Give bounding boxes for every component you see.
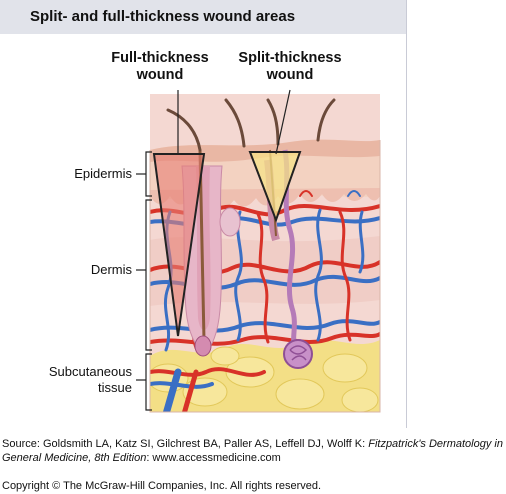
- source-prefix: Source: Goldsmith LA, Katz SI, Gilchrest…: [2, 438, 369, 450]
- split-thickness-callout: Split-thickness wound: [232, 50, 348, 84]
- dermis-label: Dermis: [90, 262, 132, 277]
- epidermis-label: Epidermis: [74, 166, 132, 181]
- source-suffix: : www.accessmedicine.com: [146, 452, 281, 464]
- skin-cross-section-illustration: [136, 89, 381, 413]
- full-thickness-wound-wedge: [152, 153, 206, 337]
- full-thickness-callout: Full-thickness wound: [100, 50, 220, 84]
- subcutaneous-label-line1: Subcutaneous: [48, 364, 132, 379]
- subcutaneous-label-line2: tissue: [98, 380, 132, 395]
- hair-shafts: [166, 98, 336, 152]
- source-citation: Source: Goldsmith LA, Katz SI, Gilchrest…: [2, 437, 506, 465]
- split-thickness-label-line2: wound: [266, 67, 314, 83]
- split-thickness-label-line1: Split-thickness: [238, 50, 342, 66]
- layer-brackets: [136, 151, 152, 411]
- split-thickness-leader-line: [275, 89, 291, 155]
- figure-header: Split- and full-thickness wound areas: [0, 0, 406, 34]
- subcutaneous-fat-layer: [150, 340, 380, 412]
- dermis-bracket: [145, 199, 152, 351]
- subcutaneous-bracket: [145, 353, 152, 411]
- full-thickness-label-line2: wound: [136, 67, 184, 83]
- figure-title: Split- and full-thickness wound areas: [30, 8, 296, 25]
- copyright-notice: Copyright © The McGraw-Hill Companies, I…: [2, 480, 322, 492]
- split-thickness-wound-wedge: [248, 151, 302, 223]
- full-thickness-label-line1: Full-thickness: [111, 50, 209, 66]
- subcutaneous-tissue-label: Subcutaneous tissue: [20, 364, 132, 396]
- source-book-title: Fitzpatrick's Dermatology in General Med…: [2, 438, 503, 464]
- figure-panel: Split- and full-thickness wound areas: [0, 0, 407, 428]
